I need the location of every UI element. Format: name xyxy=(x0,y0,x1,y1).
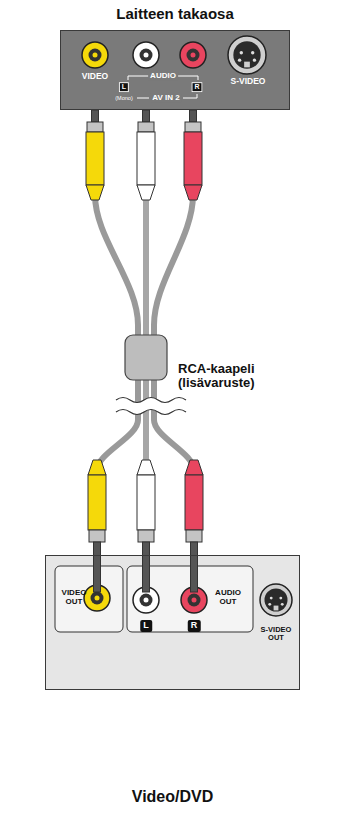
s-video-socket xyxy=(233,41,260,68)
video-dvd-panel: Video/DVD xyxy=(45,555,300,690)
rca-jack xyxy=(82,42,108,68)
jack-hole xyxy=(187,49,200,62)
plug-stem xyxy=(191,542,198,592)
cable-label: RCA-kaapeli (lisävaruste) xyxy=(178,362,282,391)
jack-hole xyxy=(188,594,201,607)
device-panel xyxy=(60,30,290,110)
plug-boot xyxy=(137,460,155,475)
plug-sleeve xyxy=(184,132,202,185)
plug-collar xyxy=(186,530,202,542)
jack-pin xyxy=(144,598,149,603)
channel-label: R xyxy=(188,620,201,632)
dvd-panel xyxy=(45,555,300,690)
plug-boot xyxy=(184,185,202,200)
plug-stem xyxy=(94,542,101,592)
plugs xyxy=(86,110,203,592)
s-video-socket xyxy=(264,588,287,611)
break-line xyxy=(116,410,186,415)
s-video-pin xyxy=(238,58,241,61)
s-video-pin xyxy=(268,603,271,606)
jack-ring xyxy=(133,42,159,68)
s-video-pin xyxy=(251,51,254,54)
plug-stem xyxy=(92,110,99,122)
port-label: VIDEO xyxy=(82,72,108,81)
mono-note: (Mono) xyxy=(115,95,132,101)
s-video-pin xyxy=(270,597,273,600)
channel-label: L xyxy=(119,82,129,92)
jack-hole xyxy=(140,49,153,62)
plug-collar xyxy=(138,122,154,132)
jack-pin xyxy=(93,53,98,58)
cable-break xyxy=(102,398,186,415)
plug-stem xyxy=(143,110,150,122)
plug-stem xyxy=(190,110,197,122)
port-label: S-VIDEO xyxy=(231,77,266,86)
port-label: AUDIO OUT xyxy=(210,589,246,607)
port-label: VIDEO OUT xyxy=(56,589,92,607)
plug-boot xyxy=(86,185,104,200)
rca-plug xyxy=(184,110,203,592)
jack-ring xyxy=(82,42,108,68)
jack-hole xyxy=(91,592,104,605)
cable-clip xyxy=(125,335,167,380)
plug-collar xyxy=(89,530,105,542)
jack-hole xyxy=(89,49,102,62)
plug-sleeve xyxy=(137,475,155,530)
s-video-pin xyxy=(281,603,284,606)
s-video-ring xyxy=(228,36,266,74)
plug-boot xyxy=(185,460,203,475)
plug-sleeve xyxy=(137,132,155,185)
jack-ring xyxy=(180,42,206,68)
panel-heading: Laitteen takaosa xyxy=(61,5,289,22)
channel-label: L xyxy=(140,620,152,632)
input-name: AV IN 2 xyxy=(150,94,181,103)
s-video-jack xyxy=(228,36,266,74)
rca-jack xyxy=(180,42,206,68)
s-video-pin xyxy=(240,51,243,54)
s-video-key xyxy=(274,606,279,611)
jacks xyxy=(82,36,292,616)
jack-pin xyxy=(192,598,197,603)
plug-sleeve xyxy=(86,132,104,185)
s-video-pin xyxy=(253,58,256,61)
rca-jack xyxy=(133,42,159,68)
plug-collar xyxy=(138,530,154,542)
port-label: AUDIO xyxy=(148,72,178,81)
panel-heading: Video/DVD xyxy=(46,788,299,806)
s-video-pin xyxy=(279,597,282,600)
channel-label: R xyxy=(191,82,202,92)
jack-hole xyxy=(140,594,153,607)
port-label: S-VIDEO OUT xyxy=(253,626,299,643)
plug-boot xyxy=(88,460,106,475)
plug-collar xyxy=(87,122,103,132)
rca-plug xyxy=(86,110,106,592)
s-video-jack xyxy=(260,584,292,616)
s-video-key xyxy=(244,62,250,68)
break-line xyxy=(116,398,186,403)
jack-pin xyxy=(144,53,149,58)
video-out-frame xyxy=(55,566,123,632)
plug-collar xyxy=(185,122,201,132)
plug-stem xyxy=(143,542,150,592)
jack-pin xyxy=(191,53,196,58)
plug-boot xyxy=(137,185,155,200)
plug-sleeve xyxy=(88,475,106,530)
s-video-ring xyxy=(260,584,292,616)
jack-pin xyxy=(95,596,100,601)
plug-sleeve xyxy=(185,475,203,530)
